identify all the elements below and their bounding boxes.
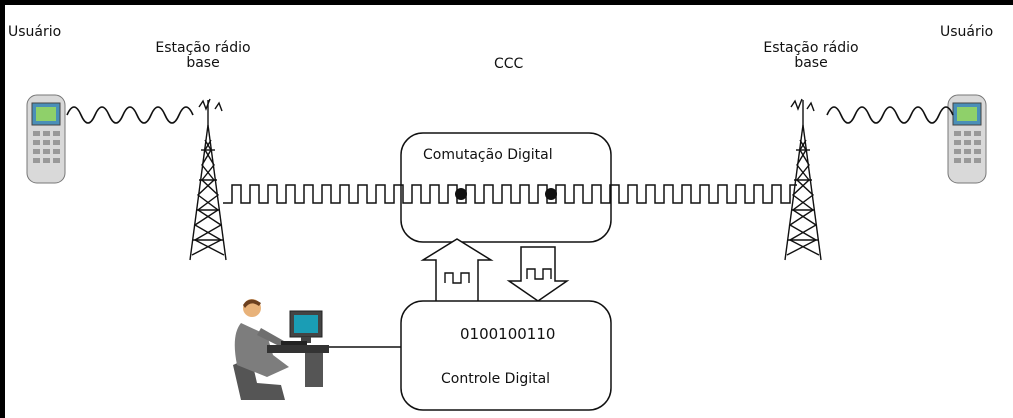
radio-wave-right [826,106,954,124]
station-label-left: Estação rádio base [133,41,273,71]
radio-wave-left [66,106,194,124]
junction-dot [545,188,557,200]
up-arrow [420,238,494,303]
radio-tower-icon [189,98,227,261]
diagram-drawing [26,94,987,411]
diagram-canvas: Usuário Usuário Estação rádio base Estaç… [5,5,1013,418]
switching-label: Comutação Digital [423,147,553,163]
cellphone-icon [26,94,66,184]
junction-dot [455,188,467,200]
station-label-right-line2: base [794,55,828,71]
control-label: Controle Digital [441,371,551,387]
user-label-right: Usuário [940,24,994,40]
radio-tower-icon [784,98,822,261]
down-arrow [506,246,570,302]
station-label-right-line1: Estação rádio [763,40,859,56]
station-label-right: Estação rádio base [741,41,881,71]
user-label-left: Usuário [8,24,62,40]
ccc-label: CCC [494,56,524,72]
operator-computer-icon [233,299,329,400]
cellphone-icon [947,94,987,184]
digital-signal-line [223,184,797,204]
control-box [400,300,612,411]
station-label-left-line1: Estação rádio [155,40,251,56]
station-label-left-line2: base [186,55,220,71]
binary-value: 0100100110 [460,325,556,343]
switching-box [400,132,612,243]
